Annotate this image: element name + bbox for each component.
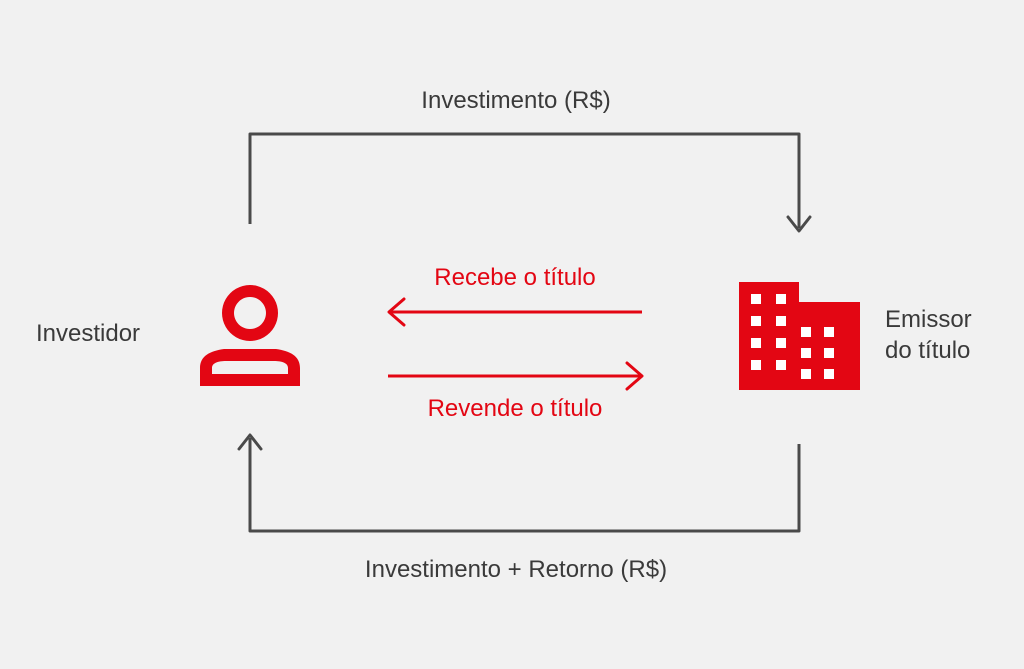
person-icon xyxy=(200,285,300,386)
issuer-label-line-1: Emissor xyxy=(885,306,972,333)
building-icon xyxy=(739,282,860,390)
issuer-label: Emissor do título xyxy=(885,304,972,366)
receive-title-arrow xyxy=(387,297,642,327)
return-flow-label: Investimento + Retorno (R$) xyxy=(364,556,668,583)
receive-title-label: Recebe o título xyxy=(434,264,596,291)
investor-label: Investidor xyxy=(36,320,141,347)
investment-flow-arrow xyxy=(248,132,812,233)
resell-title-arrow xyxy=(388,361,644,391)
investment-flow-label: Investimento (R$) xyxy=(421,87,611,114)
return-flow-arrow xyxy=(237,433,801,533)
issuer-label-line-2: do título xyxy=(885,337,971,364)
resell-title-label: Revende o título xyxy=(427,395,603,422)
